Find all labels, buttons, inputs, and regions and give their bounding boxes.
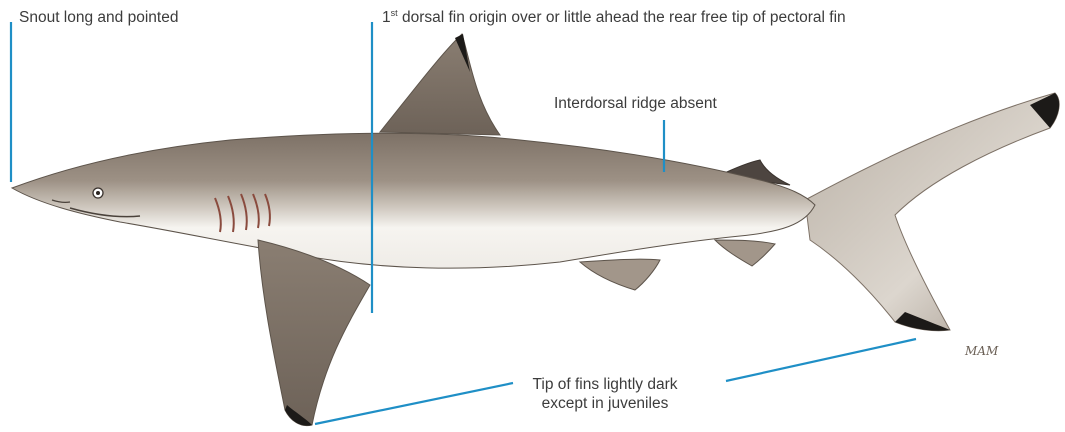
label-first-dorsal-fin-origin: 1st dorsal fin origin over or little ahe… xyxy=(382,8,846,27)
label-interdorsal-ridge: Interdorsal ridge absent xyxy=(554,94,717,113)
label-fin-tips: Tip of fins lightly dark except in juven… xyxy=(470,375,740,413)
caudal-fin xyxy=(805,93,1059,331)
pectoral-fin xyxy=(258,240,370,426)
label-fin-tips-line2: except in juveniles xyxy=(470,394,740,413)
label-fin-tips-line1: Tip of fins lightly dark xyxy=(470,375,740,394)
shark-body xyxy=(12,133,815,268)
artist-signature: MAM xyxy=(964,344,999,358)
pelvic-fin xyxy=(580,259,660,290)
first-dorsal-fin xyxy=(380,34,500,135)
caudal-tip-leader-line xyxy=(726,339,916,381)
label-snout: Snout long and pointed xyxy=(19,8,178,27)
anal-fin xyxy=(715,240,775,266)
